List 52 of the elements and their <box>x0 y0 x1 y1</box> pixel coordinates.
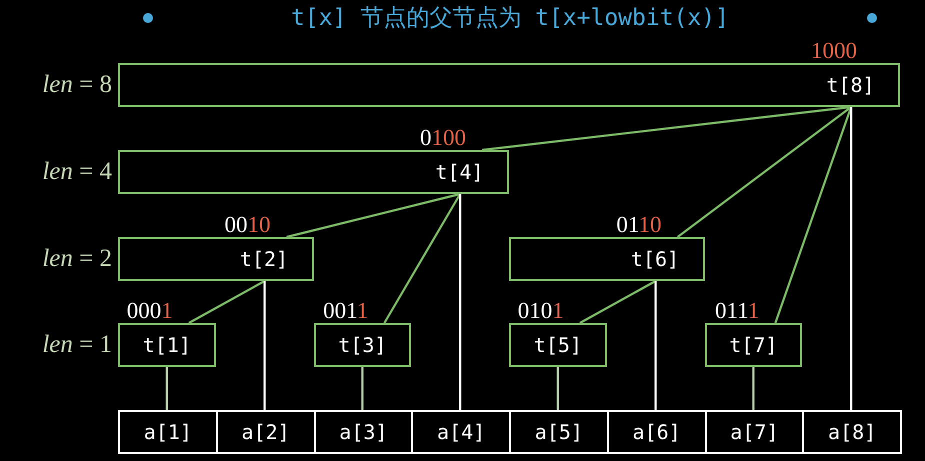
array-cell <box>704 410 804 454</box>
node-label: t[7] <box>728 333 778 357</box>
binary-index-label: 0111 <box>714 298 760 324</box>
binary-index-label: 0100 <box>420 125 466 151</box>
binary-index-label: 0001 <box>126 298 173 324</box>
binary-index-label: 0110 <box>616 212 662 238</box>
node-label: a[8] <box>828 420 876 444</box>
connector-line <box>459 194 462 410</box>
node-label: t[1] <box>142 333 192 357</box>
array-cell <box>411 410 511 454</box>
array-cell <box>509 410 609 454</box>
level-length-label: len = 8 <box>41 70 112 100</box>
connector-line <box>850 107 852 410</box>
binary-index-label: 1000 <box>811 38 857 64</box>
connector-line <box>556 367 559 410</box>
node-label: t[2] <box>238 247 290 271</box>
array-cell <box>606 410 706 454</box>
node-label: a[7] <box>730 420 778 444</box>
level-length-label: len = 1 <box>41 330 112 360</box>
connector-line <box>286 192 460 238</box>
binary-index-label: 0011 <box>323 298 368 324</box>
connector-line <box>774 106 852 324</box>
connector-line <box>654 281 657 410</box>
node-label: t[6] <box>630 247 680 271</box>
node-label: a[1] <box>144 420 192 444</box>
array-cell <box>802 410 902 454</box>
node-label: t[5] <box>532 333 583 357</box>
node-label: a[4] <box>437 420 486 444</box>
binary-index-label: 0101 <box>518 298 564 324</box>
node-label: t[8] <box>825 73 876 97</box>
binary-index-label: 0010 <box>224 212 270 238</box>
connector-line <box>361 367 364 410</box>
connector-line <box>383 193 462 324</box>
connector-line <box>264 281 266 410</box>
array-cell <box>314 410 414 454</box>
node-label: t[3] <box>337 333 388 357</box>
node-label: a[5] <box>534 420 583 444</box>
node-label: a[3] <box>339 420 388 444</box>
node-label: a[2] <box>242 420 290 444</box>
connector-line <box>166 367 168 410</box>
connector-line <box>188 280 266 324</box>
array-cell <box>216 410 316 454</box>
level-length-label: len = 4 <box>41 157 112 187</box>
connector-line <box>482 106 852 152</box>
connector-line <box>579 280 656 324</box>
connector-line <box>676 106 852 238</box>
connector-line <box>752 367 754 410</box>
title: t[x] 节点的父节点为 t[x+lowbit(x)] <box>290 4 730 33</box>
level-length-label: len = 2 <box>41 244 112 274</box>
node-label: a[6] <box>632 420 681 444</box>
array-cell <box>118 410 218 454</box>
node-label: t[4] <box>434 160 485 184</box>
